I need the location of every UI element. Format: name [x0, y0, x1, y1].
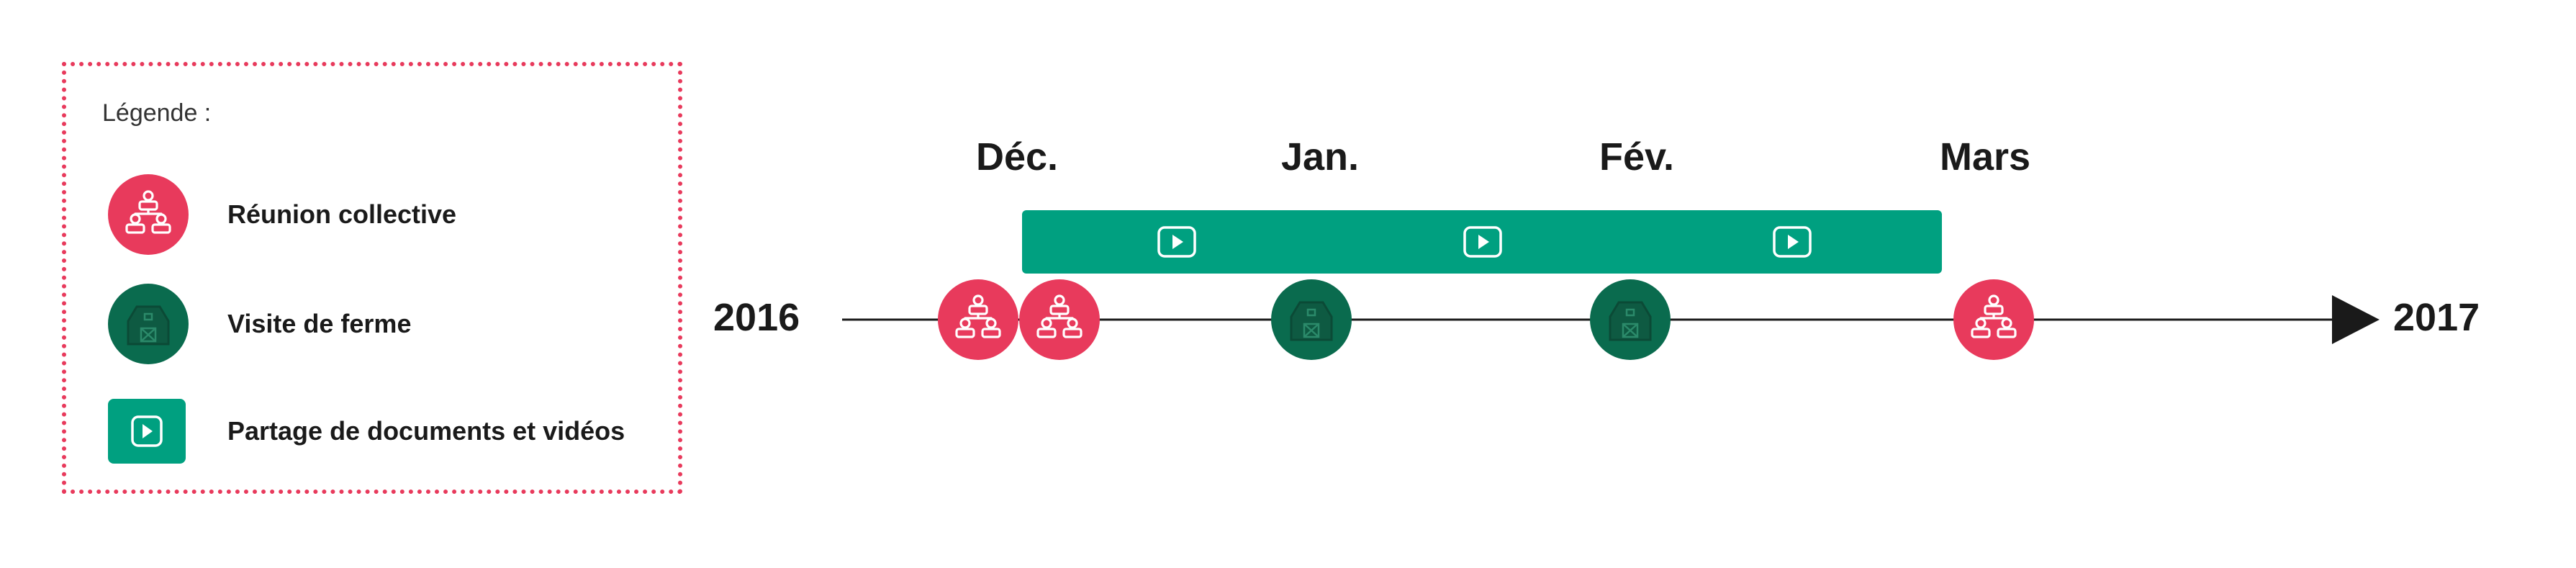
legend-item-meeting: Réunion collective	[108, 174, 669, 255]
legend-title: Légende :	[102, 99, 212, 127]
meeting-marker-1	[938, 279, 1018, 360]
people-group-icon	[108, 174, 189, 255]
play-icon	[108, 399, 186, 464]
axis-arrowhead	[2332, 295, 2380, 344]
month-label-mar: Mars	[1939, 135, 2031, 179]
legend-item-sharing: Partage de documents et vidéos	[108, 399, 669, 464]
barn-icon	[108, 284, 189, 364]
farm-visit-marker-1	[1271, 279, 1352, 360]
legend-label-meeting: Réunion collective	[227, 199, 457, 229]
month-label-jan: Jan.	[1280, 135, 1360, 179]
legend-item-farm-visit: Visite de ferme	[108, 284, 669, 364]
legend-label-sharing: Partage de documents et vidéos	[227, 416, 625, 446]
legend-label-farm-visit: Visite de ferme	[227, 309, 412, 338]
start-year-label: 2016	[713, 296, 800, 339]
end-year-label: 2017	[2393, 296, 2480, 339]
farm-visit-marker-2	[1590, 279, 1671, 360]
meeting-marker-2	[1019, 279, 1100, 360]
legend-box: Légende : Réunion collective	[62, 62, 682, 494]
meeting-marker-3	[1953, 279, 2034, 360]
month-label-feb: Fév.	[1599, 135, 1675, 179]
month-label-dec: Déc.	[975, 135, 1059, 179]
